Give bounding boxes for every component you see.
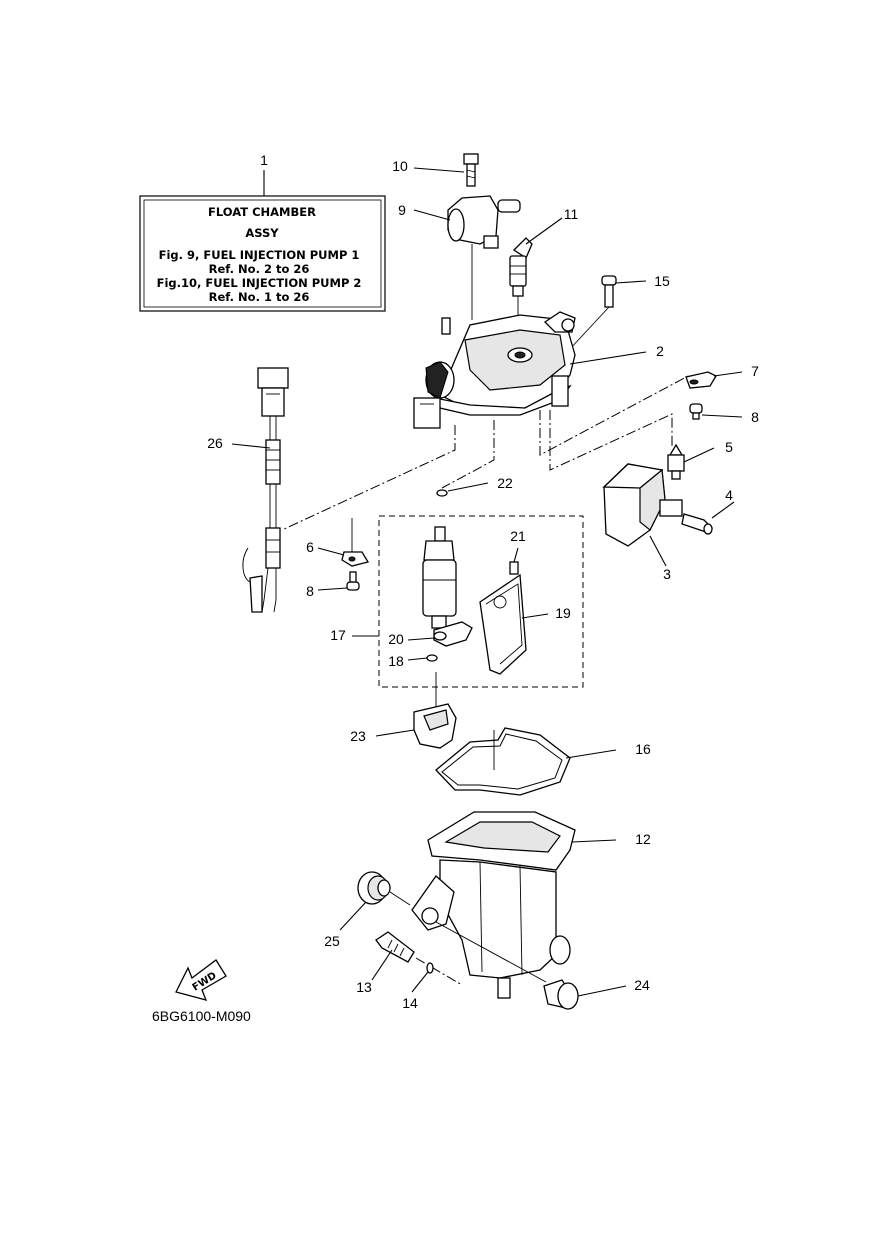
callout-3: 3 xyxy=(663,566,671,582)
callout-1: 1 xyxy=(260,152,268,168)
callout-21: 21 xyxy=(510,528,526,544)
float-3 xyxy=(602,463,683,547)
screw-8-lower xyxy=(346,571,360,591)
needle-5 xyxy=(667,443,685,480)
callout-12: 12 xyxy=(635,831,651,847)
callout-19: 19 xyxy=(555,605,571,621)
callout-18: 18 xyxy=(388,653,404,669)
callout-22: 22 xyxy=(497,475,513,491)
callout-13: 13 xyxy=(356,979,372,995)
note-subtitle: ASSY xyxy=(245,226,279,240)
callout-8-upper: 8 xyxy=(751,409,759,425)
note-title: FLOAT CHAMBER xyxy=(208,205,316,219)
callout-23: 23 xyxy=(350,728,366,744)
holder-20 xyxy=(433,621,473,647)
note-line-fig10: Fig.10, FUEL INJECTION PUMP 2 xyxy=(157,276,362,290)
clamp-6 xyxy=(341,551,370,567)
callout-16: 16 xyxy=(635,741,651,757)
callout-9: 9 xyxy=(398,202,406,218)
screw-15 xyxy=(601,275,617,308)
plug-25 xyxy=(357,871,391,905)
cushion-23 xyxy=(413,703,457,749)
fwd-arrow-icon: FWD xyxy=(175,959,227,1001)
screw-8-upper xyxy=(689,403,703,420)
callout-26: 26 xyxy=(207,435,223,451)
callout-24: 24 xyxy=(634,977,650,993)
drain-screw-13 xyxy=(375,931,415,963)
harness-26 xyxy=(242,367,289,613)
pump-assembly-17-box xyxy=(378,515,584,688)
clip-21 xyxy=(509,561,519,575)
filter-19 xyxy=(479,573,527,675)
fuel-pump xyxy=(422,526,457,629)
chamber-cover-2 xyxy=(413,311,576,429)
bolt-10 xyxy=(463,153,479,187)
ring-18 xyxy=(426,654,438,662)
diagram-code: 6BG6100-M090 xyxy=(152,1008,251,1024)
pin-4 xyxy=(681,513,714,535)
callout-14: 14 xyxy=(402,995,418,1011)
callout-15: 15 xyxy=(654,273,670,289)
note-line-fig9: Fig. 9, FUEL INJECTION PUMP 1 xyxy=(159,248,360,262)
callout-4: 4 xyxy=(725,487,733,503)
note-line-ref10: Ref. No. 1 to 26 xyxy=(209,290,310,304)
callout-5: 5 xyxy=(725,439,733,455)
chamber-12 xyxy=(411,811,576,999)
callout-8-lower: 8 xyxy=(306,583,314,599)
gasket-16 xyxy=(435,727,571,796)
callout-6: 6 xyxy=(306,539,314,555)
callout-7: 7 xyxy=(751,363,759,379)
collar-24 xyxy=(543,979,579,1010)
note-line-ref9: Ref. No. 2 to 26 xyxy=(209,262,310,276)
callout-20: 20 xyxy=(388,631,404,647)
oring-14 xyxy=(426,962,434,974)
callout-11: 11 xyxy=(564,206,579,222)
oring-22 xyxy=(436,489,448,497)
callout-10: 10 xyxy=(392,158,408,174)
clamp-7 xyxy=(685,371,717,389)
note-box: FLOAT CHAMBER ASSY Fig. 9, FUEL INJECTIO… xyxy=(139,195,386,312)
callout-25: 25 xyxy=(324,933,340,949)
regulator-9 xyxy=(447,195,521,249)
callout-2: 2 xyxy=(656,343,664,359)
callout-17: 17 xyxy=(330,627,346,643)
fitting-11 xyxy=(509,237,533,297)
